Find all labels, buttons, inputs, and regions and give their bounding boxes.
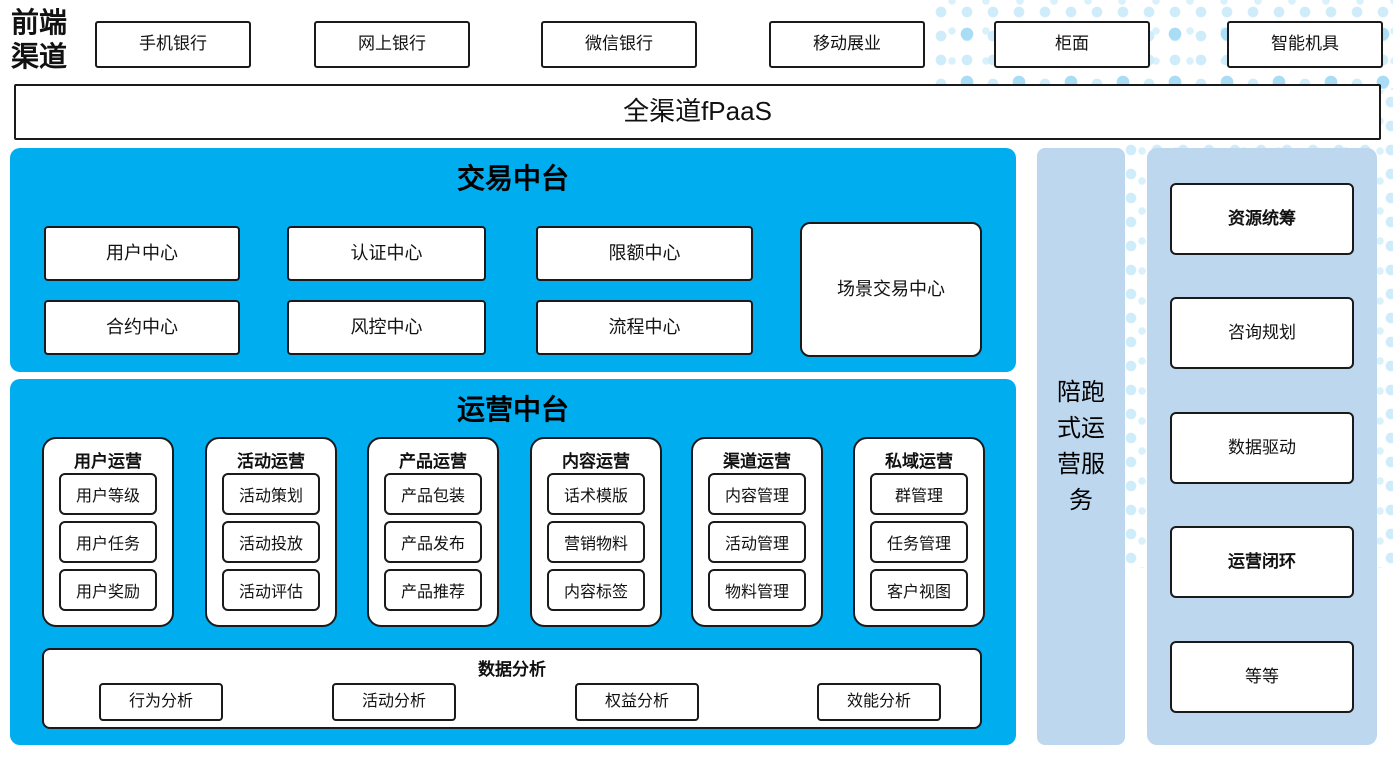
- center-box-process: 流程中心: [536, 300, 753, 355]
- pillar-item: 活动评估: [222, 569, 320, 611]
- front-channels-label: 前端渠道: [10, 6, 67, 73]
- center-box-limit: 限额中心: [536, 226, 753, 281]
- transaction-platform-title: 交易中台: [456, 163, 569, 194]
- companion-service-band: 陪跑式运营服务: [1037, 148, 1125, 745]
- pillar-title: 产品运营: [399, 452, 467, 471]
- pillar-title: 用户运营: [74, 452, 142, 471]
- pillar-item: 活动投放: [222, 521, 320, 563]
- pillar-item: 用户任务: [59, 521, 157, 563]
- service-box-resource-coordination: 资源统筹: [1170, 183, 1354, 255]
- channel-box-counter: 柜面: [994, 21, 1150, 68]
- pillar-item: 话术模版: [547, 473, 645, 515]
- pillar-title: 活动运营: [237, 452, 305, 471]
- service-box-data-driven: 数据驱动: [1170, 412, 1354, 484]
- channel-box-mobile-banking: 手机银行: [95, 21, 251, 68]
- pillar-private-domain-operation: 私域运营 群管理 任务管理 客户视图: [853, 437, 985, 627]
- pillar-channel-operation: 渠道运营 内容管理 活动管理 物料管理: [691, 437, 823, 627]
- companion-service-label: 陪跑式运营服务: [1057, 378, 1105, 514]
- channel-box-online-banking: 网上银行: [314, 21, 470, 68]
- operation-platform-panel: 运营中台 用户运营 用户等级 用户任务 用户奖励 活动运营 活动策划 活动投放 …: [10, 379, 1016, 745]
- pillar-item: 物料管理: [708, 569, 806, 611]
- pillar-item: 活动策划: [222, 473, 320, 515]
- fpaas-bar: 全渠道fPaaS: [14, 84, 1381, 140]
- service-capability-panel: 资源统筹 咨询规划 数据驱动 运营闭环 等等: [1147, 148, 1377, 745]
- pillar-activity-operation: 活动运营 活动策划 活动投放 活动评估: [205, 437, 337, 627]
- data-analysis-strip: 数据分析 行为分析 活动分析 权益分析 效能分析: [42, 648, 982, 729]
- service-box-etc: 等等: [1170, 641, 1354, 713]
- pillar-item: 用户等级: [59, 473, 157, 515]
- pillar-item: 产品包装: [384, 473, 482, 515]
- center-box-auth: 认证中心: [287, 226, 486, 281]
- pillar-user-operation: 用户运营 用户等级 用户任务 用户奖励: [42, 437, 174, 627]
- operation-platform-title: 运营中台: [456, 394, 569, 425]
- analysis-box-activity: 活动分析: [332, 683, 456, 721]
- pillar-item: 用户奖励: [59, 569, 157, 611]
- pillar-item: 营销物料: [547, 521, 645, 563]
- pillar-item: 内容管理: [708, 473, 806, 515]
- analysis-box-efficiency: 效能分析: [817, 683, 941, 721]
- center-box-risk: 风控中心: [287, 300, 486, 355]
- center-box-scene-transaction: 场景交易中心: [800, 222, 982, 357]
- pillar-item: 内容标签: [547, 569, 645, 611]
- analysis-box-benefit: 权益分析: [575, 683, 699, 721]
- service-box-operation-loop: 运营闭环: [1170, 526, 1354, 598]
- pillar-item: 产品推荐: [384, 569, 482, 611]
- pillar-content-operation: 内容运营 话术模版 营销物料 内容标签: [530, 437, 662, 627]
- transaction-platform-panel: 交易中台 用户中心 认证中心 限额中心 合约中心 风控中心 流程中心 场景交易中…: [10, 148, 1016, 372]
- channel-box-mobile-sales: 移动展业: [769, 21, 925, 68]
- pillar-item: 任务管理: [870, 521, 968, 563]
- pillar-title: 内容运营: [562, 452, 630, 471]
- channel-box-smart-machines: 智能机具: [1227, 21, 1383, 68]
- service-box-consulting-planning: 咨询规划: [1170, 297, 1354, 369]
- pillar-item: 活动管理: [708, 521, 806, 563]
- pillar-title: 私域运营: [885, 452, 953, 471]
- channel-box-wechat-banking: 微信银行: [541, 21, 697, 68]
- pillar-item: 客户视图: [870, 569, 968, 611]
- data-analysis-title: 数据分析: [478, 660, 546, 679]
- pillar-product-operation: 产品运营 产品包装 产品发布 产品推荐: [367, 437, 499, 627]
- center-box-user: 用户中心: [44, 226, 240, 281]
- analysis-box-behavior: 行为分析: [99, 683, 223, 721]
- pillar-item: 产品发布: [384, 521, 482, 563]
- pillar-item: 群管理: [870, 473, 968, 515]
- pillar-title: 渠道运营: [723, 452, 791, 471]
- center-box-contract: 合约中心: [44, 300, 240, 355]
